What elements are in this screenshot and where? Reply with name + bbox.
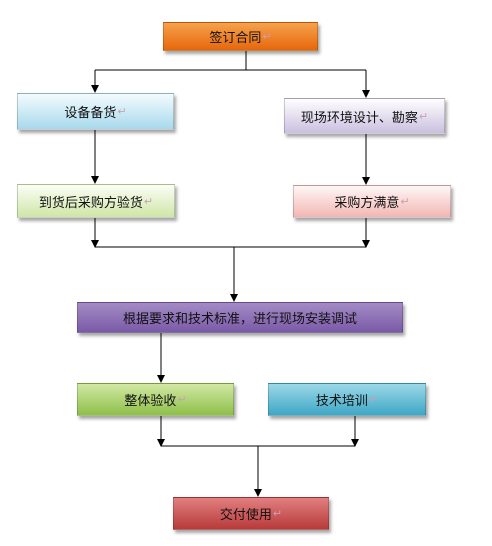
paragraph-mark: ↵ — [262, 30, 272, 43]
paragraph-mark: ↵ — [418, 109, 429, 123]
node-buyer-inspection: 到货后采购方验货↵ — [17, 184, 175, 218]
paragraph-mark: ↵ — [117, 105, 127, 118]
node-site-survey: 现场环境设计、勘察↵ — [284, 98, 445, 134]
node-label: 整体验收 — [124, 394, 177, 409]
paragraph-mark: ↵ — [143, 194, 154, 208]
paragraph-mark: ↵ — [400, 195, 410, 208]
paragraph-mark: ↵ — [272, 507, 283, 520]
node-overall-acceptance: 整体验收↵ — [77, 383, 234, 416]
paragraph-mark: ↵ — [368, 393, 379, 406]
node-label: 到货后采购方验货 — [38, 195, 143, 211]
paragraph-mark: ↵ — [177, 393, 187, 406]
node-label: 设备备货 — [64, 106, 117, 121]
node-label: 交付使用 — [219, 508, 272, 523]
node-tech-training: 技术培训↵ — [268, 383, 426, 416]
node-sign-contract: 签订合同↵ — [163, 22, 318, 51]
node-install-debug: 根据要求和技术标准，进行现场安装调试 — [77, 302, 403, 333]
node-label: 根据要求和技术标准，进行现场安装调试 — [122, 312, 357, 327]
node-label: 采购方满意 — [334, 196, 400, 211]
node-buyer-satisfied: 采购方满意↵ — [293, 185, 451, 218]
node-label: 技术培训 — [315, 394, 368, 409]
node-equipment-stock: 设备备货↵ — [17, 93, 174, 130]
node-label: 现场环境设计、勘察 — [300, 110, 418, 126]
node-label: 签订合同 — [209, 31, 262, 46]
node-delivery: 交付使用↵ — [173, 497, 329, 530]
